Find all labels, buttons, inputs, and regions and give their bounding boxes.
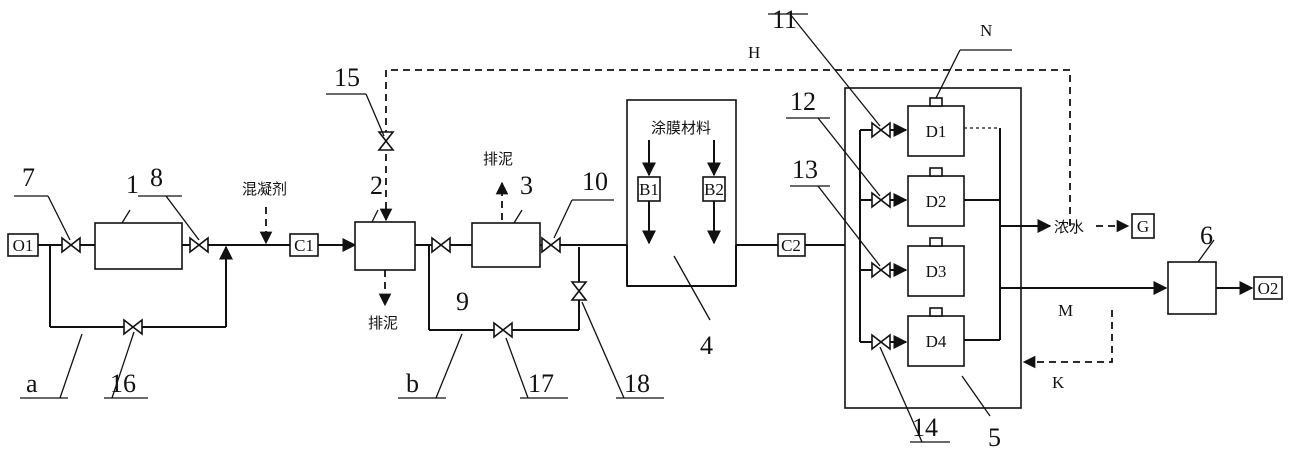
num-7: 7 <box>22 163 35 192</box>
sludge-top-label: 排泥 <box>483 150 513 168</box>
d2-label: D2 <box>926 192 947 211</box>
d3-label: D3 <box>926 262 947 281</box>
unit-1 <box>94 222 183 270</box>
valve-16 <box>123 318 143 336</box>
valve-14 <box>871 333 891 351</box>
point-c2-box <box>777 233 806 257</box>
valve-15 <box>377 131 395 151</box>
num-10: 10 <box>582 167 608 196</box>
valve-9 <box>431 236 451 254</box>
num-14: 14 <box>912 413 938 442</box>
b1-label: B1 <box>639 180 659 199</box>
coagulant-label: 混凝剂 <box>242 180 287 198</box>
d1-label: D1 <box>926 122 947 141</box>
label-a: a <box>26 369 38 398</box>
num-4: 4 <box>700 331 713 360</box>
outlet-o2-box <box>1253 276 1283 300</box>
num-2: 2 <box>370 171 383 200</box>
d4-label: D4 <box>926 332 947 351</box>
m-label: M <box>1058 301 1073 320</box>
num-8: 8 <box>150 163 163 192</box>
valve-17 <box>493 321 513 339</box>
num-12: 12 <box>790 87 816 116</box>
num-18: 18 <box>624 369 650 398</box>
inlet-o1-label: O1 <box>13 236 34 255</box>
num-3: 3 <box>520 171 533 200</box>
unit-5: D1 D2 D3 D4 <box>844 87 1022 409</box>
g-box <box>1131 213 1155 239</box>
valve-11 <box>871 121 891 139</box>
num-6: 6 <box>1200 221 1213 250</box>
num-16: 16 <box>110 369 136 398</box>
label-b: b <box>406 369 419 398</box>
valve-8 <box>189 236 209 254</box>
num-17: 17 <box>528 369 554 398</box>
valves <box>61 121 891 351</box>
module-d2 <box>907 175 965 227</box>
valve-7 <box>61 236 81 254</box>
h-label: H <box>748 43 760 62</box>
num-1: 1 <box>126 170 139 199</box>
num-9: 9 <box>456 287 469 316</box>
valve-12 <box>871 191 891 209</box>
num-5: 5 <box>988 423 1001 452</box>
inlet-o1-box <box>7 233 39 257</box>
coating-material-label: 涂膜材料 <box>651 119 711 137</box>
valve-18 <box>570 281 588 301</box>
num-11: 11 <box>772 5 797 34</box>
num-15: 15 <box>334 63 360 92</box>
valve-13 <box>871 261 891 279</box>
num-13: 13 <box>792 155 818 184</box>
sludge-bottom-label: 排泥 <box>368 314 398 332</box>
k-label: K <box>1052 373 1065 392</box>
b2-label: B2 <box>704 180 724 199</box>
point-c2-label: C2 <box>781 236 801 255</box>
reference-numbers: 7 1 8 2 15 3 10 4 11 12 13 14 5 6 9 a 16… <box>22 5 1213 452</box>
unit-6 <box>1167 261 1217 315</box>
g-label: G <box>1137 217 1149 236</box>
module-d3 <box>907 245 965 297</box>
module-d1 <box>907 105 965 157</box>
unit-3 <box>471 222 541 268</box>
unit-4: 涂膜材料 B1 B2 <box>626 99 737 287</box>
valve-10 <box>541 236 561 254</box>
point-c1-label: C1 <box>294 236 314 255</box>
concentrate-label: 浓水 <box>1054 218 1084 236</box>
unit-2 <box>354 221 416 271</box>
point-c1-box <box>289 233 319 257</box>
return-line-k <box>1022 310 1113 369</box>
outlet-o2-label: O2 <box>1258 279 1279 298</box>
leader-lines <box>14 13 1215 443</box>
n-label: N <box>980 21 992 40</box>
